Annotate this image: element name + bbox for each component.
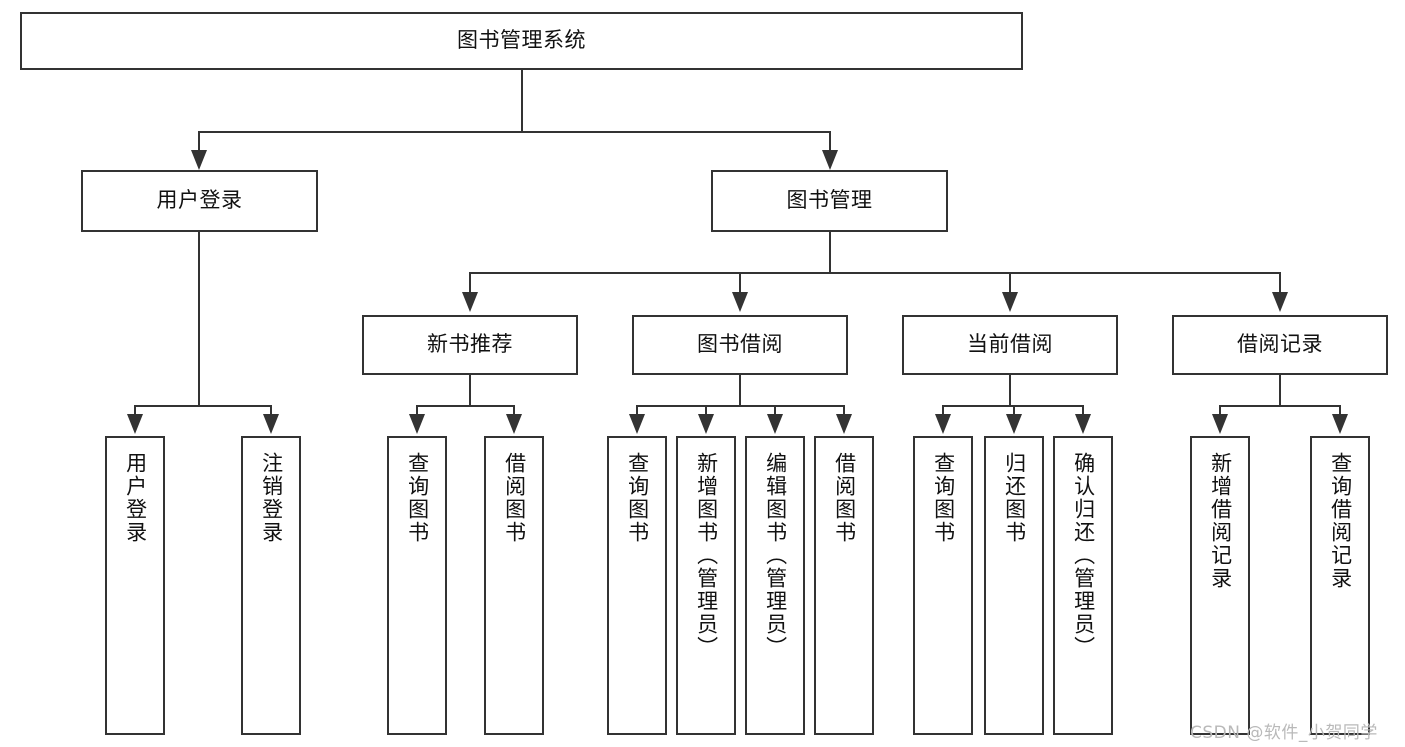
node-label: 注销登录: [259, 452, 284, 544]
edge-drop-leaf-confirm-return: [1082, 405, 1084, 416]
edge-bus-current-borrow-leaves: [942, 405, 1082, 407]
arrow-down-icon-leaf-query-record: [1332, 414, 1348, 434]
edge-trunk-current-borrow-leaves: [1009, 375, 1011, 406]
edge-drop-leaf-user-logout: [270, 405, 272, 416]
edge-drop-leaf-edit-book: [774, 405, 776, 416]
node-user-login[interactable]: 用户登录: [81, 170, 318, 232]
edge-root-trunk: [521, 70, 523, 132]
arrow-down-icon-leaf-borrow-book-1: [506, 414, 522, 434]
edge-bus-borrow-record-leaves: [1219, 405, 1340, 407]
edge-drop-new-book-recommend: [469, 272, 471, 294]
node-leaf-user-login[interactable]: 用户登录: [105, 436, 165, 735]
node-root-book-management-system[interactable]: 图书管理系统: [20, 12, 1023, 70]
edge-drop-book-borrow: [739, 272, 741, 294]
node-leaf-edit-book-admin[interactable]: 编辑图书（管理员）: [745, 436, 805, 735]
edge-drop-leaf-user-login: [134, 405, 136, 416]
edge-trunk-book-borrow-leaves: [739, 375, 741, 406]
arrow-down-icon-leaf-return-book: [1006, 414, 1022, 434]
edge-drop-user-login: [198, 131, 200, 153]
node-label: 新增图书（管理员）: [694, 452, 719, 659]
node-leaf-borrow-book-recommend[interactable]: 借阅图书: [484, 436, 544, 735]
node-label: 新书推荐: [427, 332, 513, 357]
edge-drop-leaf-query-book-1: [416, 405, 418, 416]
node-label: 图书借阅: [697, 332, 783, 357]
arrow-down-icon-leaf-query-book-2: [629, 414, 645, 434]
node-leaf-borrow-book[interactable]: 借阅图书: [814, 436, 874, 735]
node-label: 当前借阅: [967, 332, 1053, 357]
arrow-down-icon-leaf-query-book-3: [935, 414, 951, 434]
edge-drop-current-borrow: [1009, 272, 1011, 294]
node-label: 借阅图书: [502, 452, 527, 544]
node-label: 借阅记录: [1237, 332, 1323, 357]
edge-drop-leaf-query-book-3: [942, 405, 944, 416]
arrow-down-icon-leaf-confirm-return: [1075, 414, 1091, 434]
node-book-management[interactable]: 图书管理: [711, 170, 948, 232]
edge-level1-bus: [198, 131, 830, 133]
node-label: 用户登录: [156, 188, 243, 213]
edge-bus-user-login-leaves: [134, 405, 271, 407]
arrow-down-icon-book-manage: [822, 150, 838, 170]
watermark-text: CSDN @软件_小贺同学: [1190, 723, 1378, 743]
edge-bus-book-borrow-leaves: [636, 405, 844, 407]
arrow-down-icon-current-borrow: [1002, 292, 1018, 312]
node-new-book-recommend[interactable]: 新书推荐: [362, 315, 578, 375]
edge-drop-leaf-borrow-book-2: [843, 405, 845, 416]
arrow-down-icon-leaf-user-logout: [263, 414, 279, 434]
node-leaf-add-borrow-record[interactable]: 新增借阅记录: [1190, 436, 1250, 735]
node-label: 图书管理: [786, 188, 873, 213]
node-book-borrow[interactable]: 图书借阅: [632, 315, 848, 375]
node-label: 图书管理系统: [457, 28, 586, 53]
edge-trunk-new-book-recommend-leaves: [469, 375, 471, 406]
node-label: 确认归还（管理员）: [1071, 452, 1096, 659]
edge-trunk-borrow-record-leaves: [1279, 375, 1281, 406]
node-borrow-record[interactable]: 借阅记录: [1172, 315, 1388, 375]
node-label: 归还图书: [1002, 452, 1027, 544]
node-leaf-confirm-return-admin[interactable]: 确认归还（管理员）: [1053, 436, 1113, 735]
node-leaf-query-book-current[interactable]: 查询图书: [913, 436, 973, 735]
edge-trunk-book-manage: [829, 232, 831, 274]
arrow-down-icon-user-login: [191, 150, 207, 170]
arrow-down-icon-leaf-add-record: [1212, 414, 1228, 434]
arrow-down-icon-borrow-record: [1272, 292, 1288, 312]
arrow-down-icon-leaf-edit-book: [767, 414, 783, 434]
arrow-down-icon-leaf-query-book-1: [409, 414, 425, 434]
edge-drop-borrow-record: [1279, 272, 1281, 294]
node-label: 查询图书: [931, 452, 956, 544]
node-leaf-return-book[interactable]: 归还图书: [984, 436, 1044, 735]
node-leaf-add-book-admin[interactable]: 新增图书（管理员）: [676, 436, 736, 735]
node-leaf-user-logout[interactable]: 注销登录: [241, 436, 301, 735]
arrow-down-icon-leaf-borrow-book-2: [836, 414, 852, 434]
arrow-down-icon-new-book-recommend: [462, 292, 478, 312]
edge-drop-leaf-query-record: [1339, 405, 1341, 416]
node-leaf-query-book-borrow[interactable]: 查询图书: [607, 436, 667, 735]
node-leaf-query-book-recommend[interactable]: 查询图书: [387, 436, 447, 735]
edge-drop-leaf-add-record: [1219, 405, 1221, 416]
arrow-down-icon-leaf-user-login: [127, 414, 143, 434]
node-label: 新增借阅记录: [1208, 452, 1233, 590]
node-label: 查询借阅记录: [1328, 452, 1353, 590]
node-label: 查询图书: [625, 452, 650, 544]
arrow-down-icon-leaf-add-book: [698, 414, 714, 434]
node-label: 查询图书: [405, 452, 430, 544]
node-label: 借阅图书: [832, 452, 857, 544]
node-label: 用户登录: [123, 452, 148, 544]
edge-bus-new-book-recommend-leaves: [416, 405, 514, 407]
edge-drop-leaf-return-book: [1013, 405, 1015, 416]
node-current-borrow[interactable]: 当前借阅: [902, 315, 1118, 375]
edge-level2-bus: [469, 272, 1281, 274]
node-label: 编辑图书（管理员）: [763, 452, 788, 659]
edge-drop-leaf-query-book-2: [636, 405, 638, 416]
edge-drop-leaf-add-book: [705, 405, 707, 416]
node-leaf-query-borrow-record[interactable]: 查询借阅记录: [1310, 436, 1370, 735]
edge-drop-leaf-borrow-book-1: [513, 405, 515, 416]
edge-trunk-user-login-leaves: [198, 232, 200, 406]
arrow-down-icon-book-borrow: [732, 292, 748, 312]
edge-drop-book-manage: [829, 131, 831, 153]
